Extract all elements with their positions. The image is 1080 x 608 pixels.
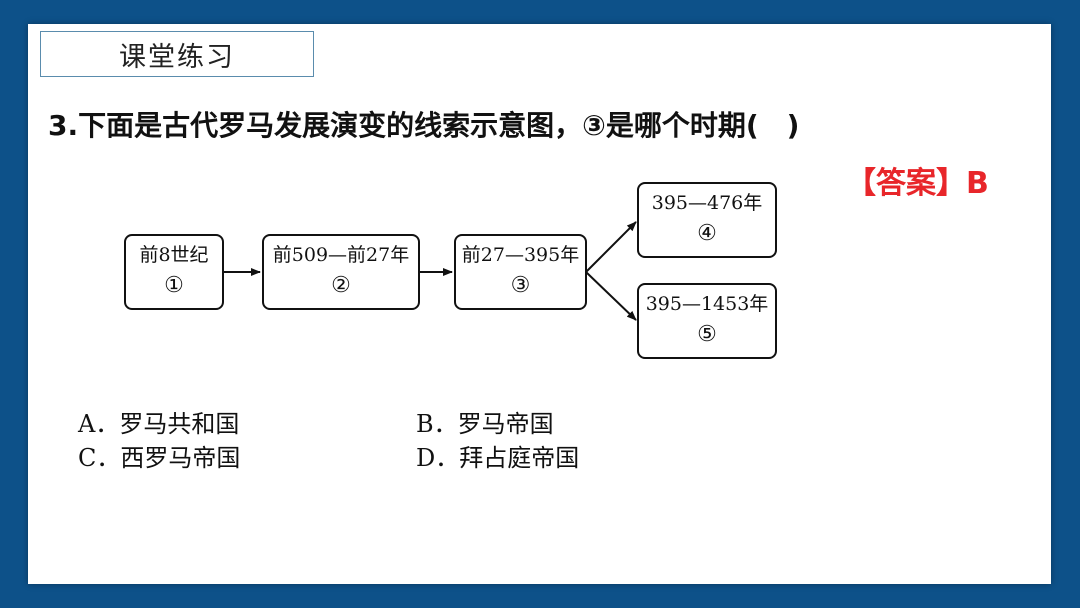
node-2-period: 前509—前27年 — [272, 244, 410, 266]
timeline-node-3: 前27—395年 ③ — [454, 234, 587, 310]
option-b[interactable]: B．罗马帝国 — [416, 410, 554, 438]
slide: 课堂练习 3.下面是古代罗马发展演变的线索示意图，③是哪个时期( ) 【答案】B… — [28, 24, 1051, 584]
timeline-node-4: 395—476年 ④ — [637, 182, 777, 258]
timeline-node-1: 前8世纪 ① — [124, 234, 224, 310]
node-5-mark: ⑤ — [697, 322, 717, 347]
timeline-node-2: 前509—前27年 ② — [262, 234, 420, 310]
timeline-node-5: 395—1453年 ⑤ — [637, 283, 777, 359]
timeline-arrows — [222, 221, 637, 321]
section-title: 课堂练习 — [119, 41, 235, 73]
question-text: 3.下面是古代罗马发展演变的线索示意图，③是哪个时期( ) — [48, 109, 800, 142]
option-c[interactable]: C．西罗马帝国 — [78, 444, 241, 472]
node-1-mark: ① — [164, 273, 184, 298]
node-1-period: 前8世纪 — [139, 244, 209, 266]
arrow-3-5 — [585, 271, 637, 321]
option-d[interactable]: D．拜占庭帝国 — [416, 444, 580, 472]
arrow-3-4 — [585, 221, 637, 273]
option-a[interactable]: A．罗马共和国 — [78, 410, 240, 438]
node-3-mark: ③ — [510, 273, 531, 298]
node-2-mark: ② — [331, 273, 351, 298]
node-4-period: 395—476年 — [651, 192, 763, 214]
answer-text: 【答案】B — [846, 166, 989, 201]
node-5-period: 395—1453年 — [645, 293, 769, 315]
section-title-box: 课堂练习 — [40, 31, 314, 77]
node-3-period: 前27—395年 — [461, 244, 580, 266]
node-4-mark: ④ — [697, 221, 717, 246]
